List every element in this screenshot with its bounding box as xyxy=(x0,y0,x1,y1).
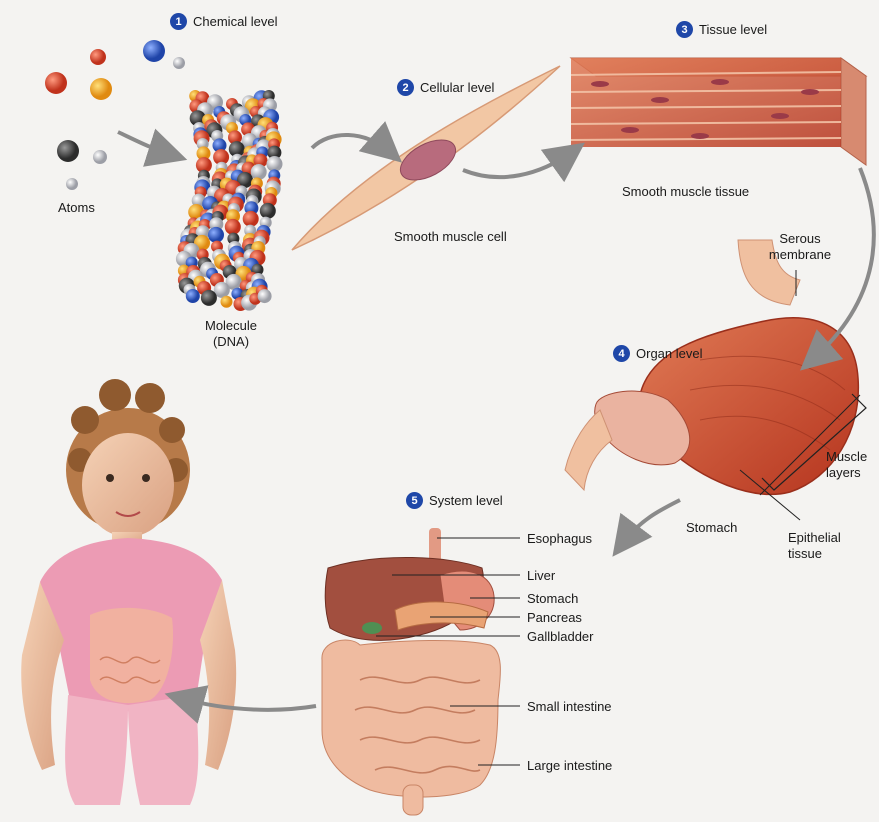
level-number-badge: 5 xyxy=(406,492,423,509)
epithelial-label: Epithelial xyxy=(788,530,841,545)
dna-atom xyxy=(208,227,224,243)
level-label: Tissue level xyxy=(699,22,767,37)
liver-label: Liver xyxy=(527,568,555,583)
level-label: System level xyxy=(429,493,503,508)
digestive-system xyxy=(322,528,501,815)
serous-label: Serous xyxy=(760,231,840,246)
dna-atom xyxy=(243,211,259,227)
level-3-tissue: 3 Tissue level xyxy=(676,21,767,38)
level-number-badge: 3 xyxy=(676,21,693,38)
small-intestine-label: Small intestine xyxy=(527,699,612,714)
level-label: Chemical level xyxy=(193,14,278,29)
esophagus-label: Esophagus xyxy=(527,531,592,546)
gallbladder-label: Gallbladder xyxy=(527,629,594,644)
atoms-group xyxy=(45,40,185,190)
smooth-muscle-tissue-label: Smooth muscle tissue xyxy=(622,184,749,199)
stomach-label: Stomach xyxy=(527,591,578,606)
dna-atom xyxy=(260,203,276,219)
level-label: Cellular level xyxy=(420,80,494,95)
level-number-badge: 4 xyxy=(613,345,630,362)
dna-label: (DNA) xyxy=(196,334,266,349)
dna-atom xyxy=(225,219,241,235)
dna-atom xyxy=(251,164,267,180)
atoms-label: Atoms xyxy=(58,200,95,215)
level-label: Organ level xyxy=(636,346,702,361)
child-figure xyxy=(21,379,236,805)
level-1-chemical: 1 Chemical level xyxy=(170,13,278,30)
dna-atom xyxy=(221,296,233,308)
level-number-badge: 1 xyxy=(170,13,187,30)
large-intestine-label: Large intestine xyxy=(527,758,612,773)
membrane-label: membrane xyxy=(760,247,840,262)
dna-atom xyxy=(201,290,217,306)
dna-atom xyxy=(258,289,272,303)
molecule-label: Molecule xyxy=(196,318,266,333)
level-2-cellular: 2 Cellular level xyxy=(397,79,494,96)
dna-atom xyxy=(186,289,200,303)
tissue-label: tissue xyxy=(788,546,822,561)
level-number-badge: 2 xyxy=(397,79,414,96)
smooth-muscle-cell-label: Smooth muscle cell xyxy=(394,229,507,244)
pancreas-label: Pancreas xyxy=(527,610,582,625)
dna-molecule xyxy=(176,90,283,311)
muscle-layers-bracket xyxy=(760,392,870,502)
smooth-muscle-tissue-block xyxy=(571,58,866,165)
level-5-system: 5 System level xyxy=(406,492,503,509)
stomach-organ-label: Stomach xyxy=(686,520,737,535)
level-4-organ: 4 Organ level xyxy=(613,345,702,362)
